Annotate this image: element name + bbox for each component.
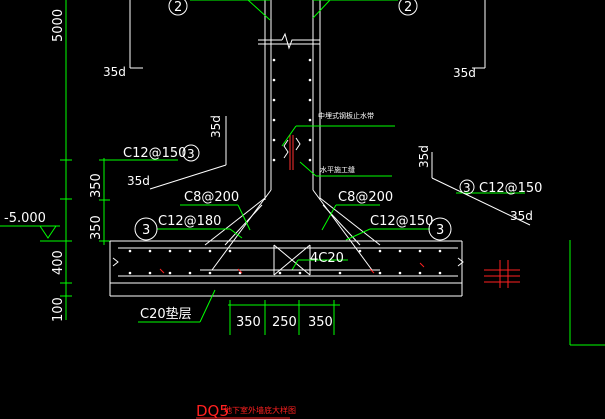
bubble-top-left-label: 2 [174, 0, 182, 15]
waterstop-plate [289, 135, 294, 170]
slab-leaders [157, 228, 430, 271]
anchor-35d-left: 35d [127, 174, 150, 188]
bubble-3-slab-right-label: 3 [436, 223, 444, 238]
slab-break-symbols [112, 257, 464, 267]
bubble-3-upper-left [182, 144, 200, 162]
right-edge-line [569, 240, 605, 346]
dim-h-350-b: 350 [308, 315, 333, 330]
bubble-3-left-label: 3 [142, 223, 150, 238]
wall-outline [264, 0, 321, 200]
rebar-c8-200-right: C8@200 [338, 190, 393, 205]
dim-400: 400 [51, 250, 66, 275]
right-outer-rebar [431, 152, 531, 226]
elevation-label: -5.000 [4, 211, 46, 226]
top-right-leader [312, 0, 398, 19]
rebar-c12-180: C12@180 [158, 214, 221, 229]
top-left-rebar [129, 0, 143, 69]
bubble-3-left [134, 217, 158, 241]
bubble-top-left [168, 0, 188, 16]
upper-left-rebar [149, 116, 227, 190]
wall-rebar-dots [272, 58, 312, 162]
break-line-symbol [258, 32, 320, 50]
dim-h-250: 250 [272, 315, 297, 330]
anchor-35d-vertical-right: 35d [417, 145, 431, 168]
note-waterproof-bar: 中埋式钢板止水带 [318, 111, 374, 120]
haunch-outline [204, 189, 381, 271]
anchor-35d-top-right: 35d [453, 66, 476, 80]
cushion-c20: C20垫层 [140, 306, 192, 322]
right-cut-lines [484, 260, 520, 288]
anchor-35d-top-left: 35d [103, 65, 126, 79]
slab-red-ties [159, 262, 425, 274]
elevation-marker [0, 225, 70, 242]
rebar-c8-200-left: C8@200 [184, 190, 239, 205]
anchor-35d-right: 35d [510, 209, 533, 223]
bubble-3-right-label: 3 [463, 181, 471, 195]
top-right-rebar [472, 0, 486, 69]
title-subtitle: 地下室外墙底大样图 [224, 405, 296, 415]
base-slab-outline [109, 240, 463, 284]
bubble-top-right-label: 2 [404, 0, 412, 15]
bubble-top-right [398, 0, 418, 16]
rebar-c12-150-left: C12@150 [123, 146, 186, 161]
dim-h-350-a: 350 [236, 315, 261, 330]
cushion-layer [109, 283, 463, 297]
slab-rebar-dots [128, 249, 442, 275]
bottom-dimension-line [228, 300, 340, 335]
rebar-c12-150-right: C12@150 [479, 181, 542, 196]
rebar-4c20: 4C20 [310, 251, 344, 266]
top-left-leader [190, 0, 271, 21]
rebar-c12-150-slab: C12@150 [370, 214, 433, 229]
bubble-3-right [459, 179, 475, 195]
note-construction-joint: 水平施工缝 [320, 165, 355, 174]
dim-350-b: 350 [89, 215, 104, 240]
anchor-35d-vertical-upper: 35d [209, 115, 223, 138]
bubble-3-upper-left-label: 3 [187, 147, 195, 161]
bubble-3-slab-right [428, 217, 452, 241]
cushion-leader [138, 289, 216, 323]
waterstop-bracket [283, 137, 301, 159]
dim-5000: 5000 [51, 9, 66, 42]
dim-350-a: 350 [89, 173, 104, 198]
dim-100: 100 [51, 297, 66, 322]
title-code: DQ5 [196, 402, 229, 419]
note-leaders [281, 125, 395, 177]
c8-200-leaders [180, 204, 380, 231]
